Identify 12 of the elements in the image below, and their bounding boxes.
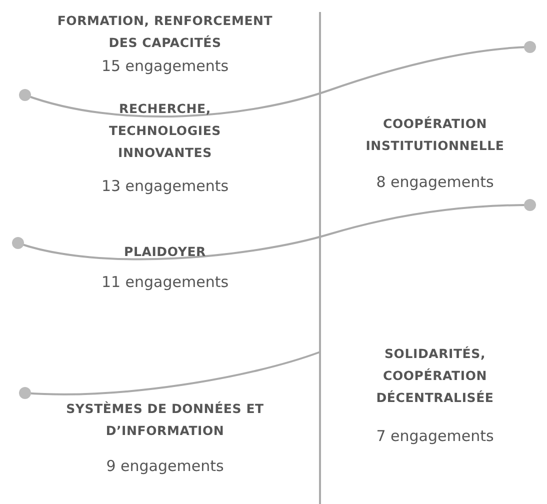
category-heading: RECHERCHE, TECHNOLOGIES INNOVANTES (108, 100, 222, 162)
category-heading: PLAIDOYER (123, 243, 207, 261)
commitment-count: 15 engagements (101, 56, 229, 76)
commitment-count: 7 engagements (376, 426, 494, 446)
commitment-count: 9 engagements (106, 456, 224, 476)
commitment-count: 8 engagements (376, 172, 494, 192)
category-heading: SOLIDARITÉS, COOPÉRATION DÉCENTRALISÉE (375, 345, 495, 407)
commitment-count: 13 engagements (101, 176, 229, 196)
commitment-count: 11 engagements (101, 272, 229, 292)
category-heading: COOPÉRATION INSTITUTIONNELLE (364, 115, 506, 155)
category-heading: FORMATION, RENFORCEMENT DES CAPACITÉS (56, 12, 274, 52)
category-heading: SYSTÈMES DE DONNÉES ET D’INFORMATION (65, 400, 265, 440)
